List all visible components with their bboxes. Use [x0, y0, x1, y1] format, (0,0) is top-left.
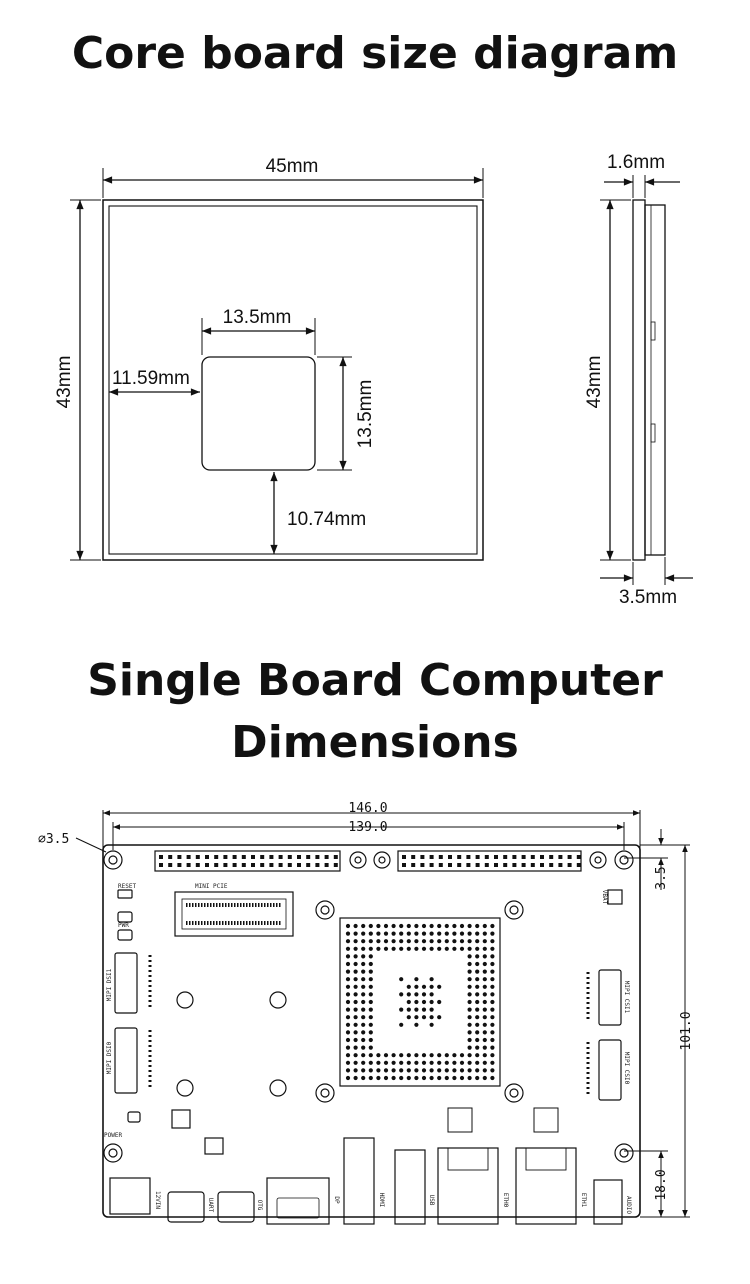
usb-port: [394, 1149, 426, 1225]
gpio-header-right: [397, 850, 582, 872]
gpio-header-left: [154, 850, 341, 872]
mipi-dsi0-connector: [114, 1027, 138, 1094]
sbc-hole-span-label: 139.0: [348, 820, 387, 835]
silk-power: POWER: [104, 1132, 122, 1139]
side-depth-label: 3.5mm: [619, 587, 677, 608]
silk-usb: USB: [428, 1195, 435, 1206]
core-board-inner-outline: [108, 205, 478, 555]
silk-mipi-csi0: MIPI CSI0: [623, 1052, 630, 1085]
soc-chip: [339, 917, 501, 1087]
core-board-title: Core board size diagram: [71, 28, 679, 79]
mini-pcie-slot: [174, 891, 294, 937]
side-thickness-label: 1.6mm: [607, 152, 665, 173]
side-height-label: 43mm: [584, 356, 605, 409]
core-chip: [201, 356, 316, 471]
chip-height-label: 13.5mm: [355, 380, 376, 449]
sbc-title-line2: Dimensions: [231, 717, 519, 768]
side-shield: [644, 204, 666, 556]
silk-eth1: ETH1: [580, 1193, 587, 1208]
core-board-outline: [102, 199, 484, 561]
silk-hdmi: HDMI: [378, 1193, 385, 1208]
silk-otg: OTG: [256, 1200, 263, 1211]
otg-port: [217, 1191, 255, 1223]
silk-vbat: VBAT: [601, 890, 608, 905]
silk-pwr: PWR: [118, 922, 129, 929]
sbc-hole-diameter-label: ⌀3.5: [38, 832, 69, 847]
silk-mini-pcie: MINI PCIE: [195, 883, 228, 890]
sbc-top-offset-label: 3.5: [654, 866, 669, 889]
hdmi-port: [343, 1137, 375, 1225]
silk-audio: AUDIO: [625, 1196, 632, 1214]
core-width-label: 45mm: [266, 156, 319, 177]
chip-left-offset-label: 11.59mm: [112, 368, 190, 389]
silk-uart: UART: [207, 1198, 214, 1213]
eth1-port: [515, 1147, 577, 1225]
silk-reset: RESET: [118, 883, 136, 890]
mounting-holes: [103, 850, 634, 1163]
audio-jack: [593, 1179, 623, 1225]
mipi-csi0-connector: [598, 1039, 622, 1101]
eth0-port: [437, 1147, 499, 1225]
sbc-outline: [102, 844, 641, 1218]
mipi-dsi1-connector: [114, 952, 138, 1014]
core-board-front-view: [70, 168, 484, 561]
silk-dp: DP: [333, 1196, 340, 1204]
sbc-board: [102, 844, 641, 1225]
silk-eth0: ETH0: [502, 1193, 509, 1208]
dc-12v-jack: [109, 1177, 151, 1215]
sbc-title: Single Board Computer Dimensions: [0, 650, 750, 774]
sbc-title-line1: Single Board Computer: [87, 655, 663, 706]
silk-mipi-dsi0: MIPI DSI0: [106, 1041, 113, 1074]
silk-12vin: 12VIN: [154, 1191, 161, 1209]
uart-port: [167, 1191, 205, 1223]
mipi-csi1-connector: [598, 969, 622, 1026]
chip-width-label: 13.5mm: [223, 307, 292, 328]
silk-mipi-csi1: MIPI CSI1: [623, 981, 630, 1014]
silk-mipi-dsi1: MIPI DSI1: [106, 968, 113, 1001]
sbc-height-label: 101.0: [679, 1011, 694, 1050]
dp-port: [266, 1177, 330, 1225]
core-board-side-view: [600, 175, 693, 585]
chip-bottom-offset-label: 10.74mm: [287, 509, 366, 530]
core-height-label: 43mm: [54, 356, 75, 409]
sbc-bottom-offset-label: 18.0: [654, 1169, 669, 1200]
sbc-dimension-lines: [75, 810, 690, 1218]
sbc-width-label: 146.0: [348, 801, 387, 816]
side-pcb: [632, 199, 646, 561]
